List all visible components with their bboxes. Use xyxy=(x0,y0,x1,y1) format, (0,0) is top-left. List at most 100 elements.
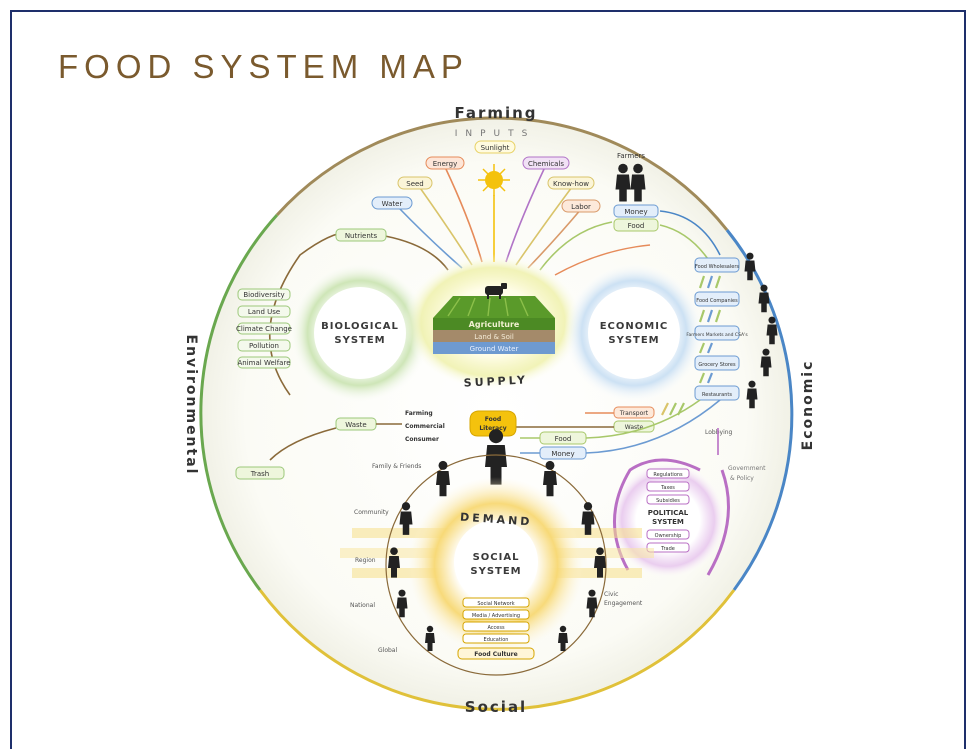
social-core xyxy=(454,520,538,604)
actor-food-companies: Food Companies xyxy=(696,298,738,304)
food-culture-label: Food Culture xyxy=(474,651,517,658)
farm-money-flow: Money xyxy=(613,204,659,218)
impact-animal-welfare: Animal Welfare xyxy=(238,359,291,367)
supply-label: SUPPLY xyxy=(463,373,528,389)
social-item-education: Education xyxy=(484,637,509,643)
economic-label: Economic xyxy=(800,360,816,451)
waste-pill-left: Waste xyxy=(335,417,377,431)
biological-impacts: Biodiversity Land Use Climate Change Pol… xyxy=(236,288,292,369)
economic-arc xyxy=(725,229,794,591)
svg-text:Waste: Waste xyxy=(625,424,644,431)
input-seed: Seed xyxy=(397,176,433,190)
economic-title-2: SYSTEM xyxy=(608,335,659,346)
biological-core xyxy=(314,287,406,379)
food-to-consumer-arrow xyxy=(585,399,701,439)
svg-text:Labor: Labor xyxy=(571,203,591,211)
svg-text:Water: Water xyxy=(382,200,403,208)
svg-text:Transport: Transport xyxy=(619,410,649,417)
scale-community: Community xyxy=(354,509,389,516)
actor-grocery-stores: Grocery Stores xyxy=(698,362,736,368)
economic-core xyxy=(588,287,680,379)
social-title-2: SYSTEM xyxy=(470,566,521,577)
literacy-commercial: Commercial xyxy=(405,423,445,430)
svg-text:Nutrients: Nutrients xyxy=(345,232,378,240)
input-chemicals: Chemicals xyxy=(522,156,570,170)
government-label-2: & Policy xyxy=(730,475,754,482)
scale-global: Global xyxy=(378,647,397,654)
actor-food-wholesalers: Food Wholesalers xyxy=(695,264,739,270)
svg-text:Seed: Seed xyxy=(406,180,424,188)
food-to-market-arrow xyxy=(659,224,711,263)
trash-pill: Trash xyxy=(235,466,285,480)
ground-water-label: Ground Water xyxy=(470,345,519,353)
biological-title-1: BIOLOGICAL xyxy=(321,321,399,332)
environmental-label: Environmental xyxy=(183,335,199,476)
input-sunlight: Sunlight xyxy=(474,140,516,154)
policy-regulations: Regulations xyxy=(653,472,683,478)
political-items: Regulations Taxes Subsidies Ownership Tr… xyxy=(646,468,690,553)
svg-text:Food: Food xyxy=(628,222,645,230)
impact-pollution: Pollution xyxy=(249,342,279,350)
food-pill: Food xyxy=(539,431,587,445)
food-literacy-badge: Food Literacy xyxy=(469,410,517,437)
policy-taxes: Taxes xyxy=(660,485,675,491)
input-energy: Energy xyxy=(425,156,465,170)
political-title-2: SYSTEM xyxy=(652,518,684,526)
svg-text:Money: Money xyxy=(551,450,574,458)
government-label-1: Government xyxy=(728,465,766,472)
waste-to-trash-arrow xyxy=(269,427,337,461)
svg-text:Food: Food xyxy=(555,435,572,443)
farming-label: Farming xyxy=(454,104,537,122)
social-scales: Family & Friends Community Region Nation… xyxy=(350,463,421,654)
civic-label-1: Civic xyxy=(604,591,618,598)
demand-label: DEMAND xyxy=(460,510,533,528)
social-item-media: Media / Advertising xyxy=(472,613,520,619)
policy-subsidies: Subsidies xyxy=(656,498,680,504)
literacy-consumer: Consumer xyxy=(405,436,439,443)
svg-text:Food: Food xyxy=(485,416,501,423)
civic-label-2: Engagement xyxy=(604,600,643,607)
svg-text:Trash: Trash xyxy=(250,470,270,478)
svg-text:Literacy: Literacy xyxy=(479,425,506,432)
land-soil-label: Land & Soil xyxy=(474,333,514,341)
social-label: Social xyxy=(465,698,527,716)
money-pill: Money xyxy=(539,446,587,460)
social-item-access: Access xyxy=(487,625,505,631)
agriculture-label: Agriculture xyxy=(469,320,520,329)
social-title-1: SOCIAL xyxy=(473,552,520,563)
social-items: Social Network Media / Advertising Acces… xyxy=(457,597,535,660)
cow-icon xyxy=(485,283,507,299)
social-item-network: Social Network xyxy=(477,601,514,607)
money-to-restaurants-arrow xyxy=(585,399,721,454)
policy-trade: Trade xyxy=(660,546,675,552)
actor-farmers-markets: Farmers Markets and CSA's xyxy=(686,332,748,338)
farming-arc xyxy=(275,116,729,231)
impact-land-use: Land Use xyxy=(248,308,280,316)
farmers-label: Farmers xyxy=(617,152,645,160)
sun-icon xyxy=(478,164,510,196)
svg-text:Waste: Waste xyxy=(345,421,366,429)
svg-text:Sunlight: Sunlight xyxy=(481,144,510,152)
scale-family-friends: Family & Friends xyxy=(372,463,421,470)
nutrients-pill: Nutrients xyxy=(335,228,387,242)
environmental-arc xyxy=(199,213,279,591)
political-cycle-arrow-left xyxy=(613,458,701,571)
svg-text:Energy: Energy xyxy=(433,160,458,168)
svg-text:Chemicals: Chemicals xyxy=(528,160,564,168)
page-title: FOOD SYSTEM MAP xyxy=(58,48,469,85)
inputs-label: INPUTS xyxy=(455,129,536,139)
labor-flow-arrow xyxy=(554,244,651,276)
agriculture-block: Agriculture Land & Soil Ground Water xyxy=(433,296,555,354)
social-scale-ring xyxy=(385,454,607,676)
input-know-how: Know-how xyxy=(547,176,595,190)
scale-national: National xyxy=(350,602,375,609)
political-cycle-arrow-right xyxy=(706,469,730,576)
economic-title-1: ECONOMIC xyxy=(600,321,669,332)
economic-actors: Food Wholesalers Food Companies Farmers … xyxy=(686,257,748,401)
biological-title-2: SYSTEM xyxy=(334,335,385,346)
input-labor: Labor xyxy=(561,199,601,213)
policy-ownership: Ownership xyxy=(655,533,682,539)
svg-text:Know-how: Know-how xyxy=(553,180,589,188)
impact-climate-change: Climate Change xyxy=(236,325,292,333)
